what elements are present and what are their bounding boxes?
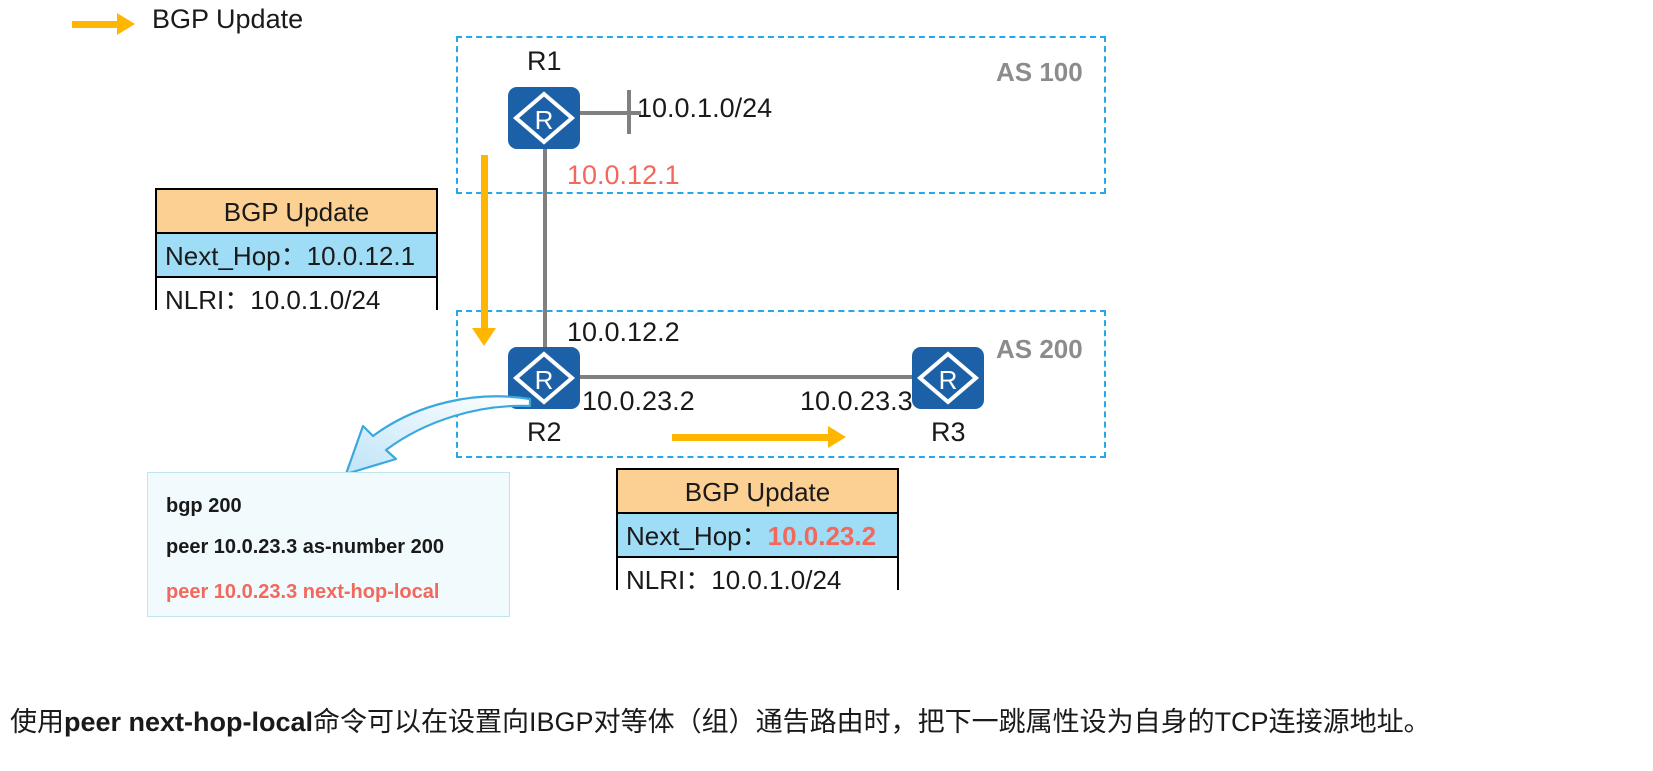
- router-r3-label: R3: [931, 417, 966, 447]
- caption-suffix: 命令可以在设置向IBGP对等体（组）通告路由时，把下一跳属性设为自身的TCP连接…: [313, 707, 1431, 737]
- bgp-update-table-1-nexthop-value: 10.0.12.1: [306, 241, 416, 271]
- lan-segment-endbar-icon: [627, 90, 631, 134]
- r2-rightlink-interface-label: 10.0.23.2: [582, 386, 695, 416]
- bgp-update-arrow-r1-to-r2-head-icon: [472, 328, 496, 346]
- config-line-bgp: bgp 200: [166, 495, 242, 517]
- link-r1-to-r2: [543, 140, 547, 353]
- as-zone-200-label: AS 200: [996, 334, 1083, 364]
- callout-arrow-icon: [330, 368, 535, 488]
- router-r1-icon[interactable]: R: [508, 87, 580, 149]
- as-zone-200: [456, 310, 1106, 458]
- bgp-update-table-1-nlri-label: NLRI：: [165, 285, 251, 315]
- config-callout-box: bgp 200 peer 10.0.23.3 as-number 200 pee…: [147, 472, 510, 617]
- bgp-update-table-1: BGP Update Next_Hop：10.0.12.1 NLRI：10.0.…: [155, 188, 438, 322]
- caption-prefix: 使用: [10, 707, 64, 737]
- bgp-update-table-1-nlri-row: NLRI：10.0.1.0/24: [157, 278, 436, 322]
- config-line-peer-as-number: peer 10.0.23.3 as-number 200: [166, 536, 444, 558]
- legend-arrow-head-icon: [117, 13, 135, 35]
- r3-leftlink-interface-label: 10.0.23.3: [800, 386, 913, 416]
- lan-network-label: 10.0.1.0/24: [637, 93, 773, 123]
- as-zone-100-label: AS 100: [996, 57, 1083, 87]
- bgp-update-arrow-r2-to-r3-shaft: [672, 434, 830, 441]
- caption-command: peer next-hop-local: [64, 707, 314, 737]
- bgp-update-table-2-nlri-value: 10.0.1.0/24: [711, 565, 842, 595]
- bgp-update-table-2: BGP Update Next_Hop：10.0.23.2 NLRI：10.0.…: [616, 468, 899, 602]
- svg-text:R: R: [939, 365, 958, 395]
- bgp-update-table-1-nexthop-row: Next_Hop：10.0.12.1: [157, 234, 436, 278]
- link-r1-to-lan: [579, 111, 641, 115]
- router-r2-label: R2: [527, 417, 562, 447]
- router-r3-icon[interactable]: R: [912, 347, 984, 409]
- config-line-peer-next-hop-local: peer 10.0.23.3 next-hop-local: [166, 581, 440, 603]
- bgp-update-table-2-nexthop-value: 10.0.23.2: [767, 521, 877, 551]
- as-zone-100: [456, 36, 1106, 194]
- bgp-update-table-2-nexthop-row: Next_Hop：10.0.23.2: [618, 514, 897, 558]
- bgp-update-table-1-title: BGP Update: [157, 190, 436, 234]
- legend-arrow-shaft: [72, 21, 119, 28]
- bgp-update-table-2-nlri-row: NLRI：10.0.1.0/24: [618, 558, 897, 602]
- bgp-update-table-2-nlri-label: NLRI：: [626, 565, 712, 595]
- legend-label: BGP Update: [152, 4, 304, 34]
- bgp-update-table-2-title: BGP Update: [618, 470, 897, 514]
- r2-uplink-interface-label: 10.0.12.2: [567, 317, 680, 347]
- bgp-update-arrow-r2-to-r3-head-icon: [828, 426, 846, 448]
- svg-text:R: R: [535, 365, 554, 395]
- router-r1-label: R1: [527, 46, 562, 76]
- bgp-update-table-1-nlri-value: 10.0.1.0/24: [250, 285, 381, 315]
- bgp-update-arrow-r1-to-r2-shaft: [481, 155, 488, 330]
- svg-text:R: R: [535, 105, 554, 135]
- bgp-update-table-2-nexthop-label: Next_Hop：: [626, 521, 768, 551]
- bgp-update-table-1-nexthop-label: Next_Hop：: [165, 241, 307, 271]
- link-r2-to-r3: [580, 375, 917, 379]
- r1-interface-label: 10.0.12.1: [567, 160, 680, 190]
- caption-text: 使用peer next-hop-local命令可以在设置向IBGP对等体（组）通…: [10, 700, 1431, 739]
